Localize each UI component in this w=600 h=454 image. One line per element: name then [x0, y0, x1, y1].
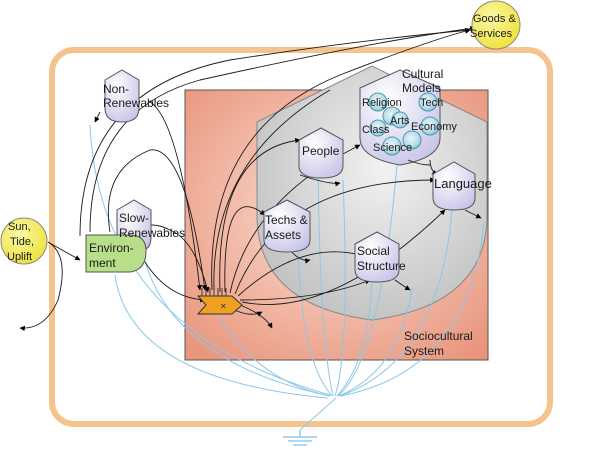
social-structure-label-2: Structure	[357, 259, 406, 273]
sociocultural-system-label-1: Sociocultural	[404, 329, 473, 343]
techs-assets-node	[263, 199, 311, 253]
religion-label: Religion	[362, 97, 402, 109]
class-label: Class	[362, 124, 390, 136]
workgate-inlets	[201, 288, 227, 296]
arts-label: Arts	[390, 115, 410, 127]
workgate-icon	[196, 295, 243, 315]
environment-label-1: Environ-	[89, 241, 134, 255]
workgate-symbol: ✕	[220, 302, 227, 311]
economy-label: Economy	[411, 121, 457, 133]
sociocultural-system-label-2: System	[404, 344, 444, 358]
environment-node	[85, 234, 147, 273]
flows	[19, 25, 482, 332]
sun-tide-uplift-source	[0, 217, 48, 265]
tech-label: Tech	[420, 97, 443, 109]
sun-label-3: Uplift	[7, 251, 32, 263]
people-label: People	[302, 144, 340, 158]
cultural-models-label-1: Cultural	[402, 67, 443, 81]
non-renewables-label-2: Renewables	[103, 96, 169, 110]
slow-renewables-label-2: Renewables	[119, 226, 185, 240]
people-node	[298, 127, 344, 179]
heat-loss-flows	[89, 124, 485, 431]
goods-label-2: Services	[470, 28, 513, 40]
slow-renewables-label-1: Slow-	[119, 211, 149, 225]
non-renewables-node	[104, 69, 140, 123]
social-structure-node	[354, 231, 400, 283]
node-labels: Sun, Tide, Uplift Goods & Services Non- …	[7, 13, 516, 358]
science-label: Science	[373, 142, 412, 154]
non-renewables-label-1: Non-	[103, 82, 129, 96]
sun-label-1: Sun,	[8, 221, 31, 233]
cultural-cells	[368, 92, 440, 156]
sun-label-2: Tide,	[10, 236, 34, 248]
techs-assets-label-2: Assets	[265, 228, 301, 242]
goods-label-1: Goods &	[473, 13, 516, 25]
language-label: Language	[434, 176, 492, 191]
language-node	[432, 161, 476, 211]
techs-assets-label-1: Techs &	[265, 213, 308, 227]
goods-services-source	[471, 0, 521, 50]
heat-sink	[283, 430, 317, 446]
social-structure-label-1: Social	[357, 244, 390, 258]
cultural-models-label-2: Models	[402, 81, 441, 95]
environment-label-2: ment	[89, 256, 116, 270]
